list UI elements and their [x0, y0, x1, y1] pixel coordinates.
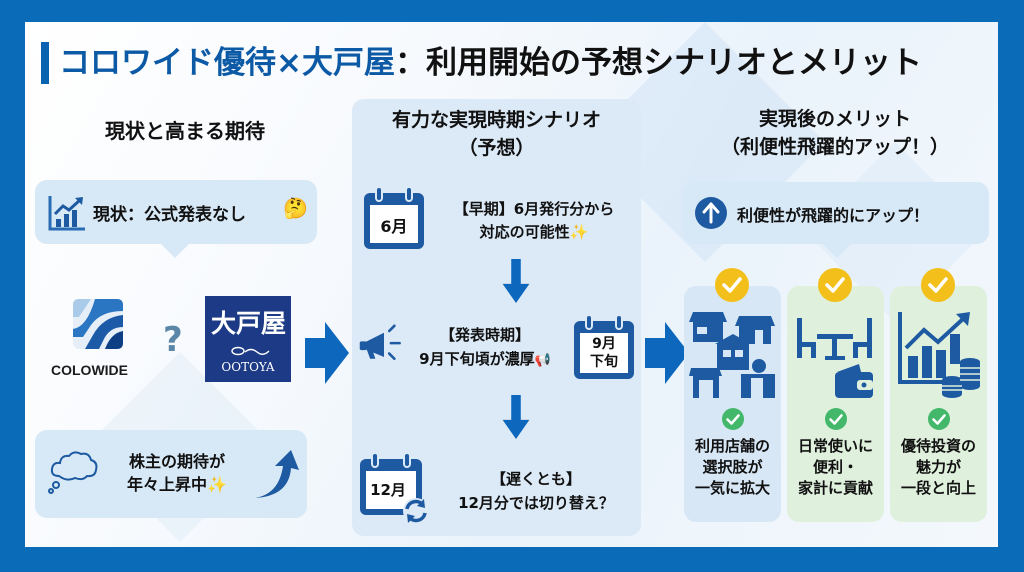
- ootoya-logo-kanji: 大戸屋: [211, 309, 287, 338]
- green-check-icon: [928, 408, 950, 430]
- page-title: コロワイド優待×大戸屋：利用開始の予想シナリオとメリット: [59, 42, 922, 84]
- ootoya-logo-text: OOTOYA: [221, 360, 275, 374]
- calendar-label-december: 12月: [370, 481, 406, 499]
- question-mark: ?: [163, 320, 183, 360]
- expectation-bubble: 株主の期待が 年々上昇中✨: [35, 430, 307, 518]
- yellow-check-icon: [715, 268, 749, 302]
- scenario-early-line-2-wrap: 対応の可能性✨: [434, 222, 634, 243]
- benefit-card-investment-text: 優待投資の 魅力が 一段と向上: [900, 437, 976, 497]
- expectation-line-2: 年々上昇中: [127, 475, 208, 494]
- stores-icon: [689, 312, 775, 398]
- arrow-right-icon: [645, 322, 689, 384]
- title-separator: ：: [394, 45, 426, 81]
- title-part-2: 利用開始の予想シナリオとメリット: [425, 45, 922, 81]
- expectation-text: 株主の期待が 年々上昇中✨: [105, 450, 249, 496]
- investment-coins-icon: [898, 312, 980, 398]
- green-check-icon: [825, 408, 847, 430]
- calendar-label-september-month: 9月: [592, 336, 616, 352]
- status-bubble-tail: [161, 244, 189, 258]
- sparkles-emoji: ✨: [569, 223, 589, 241]
- calendar-icon-september: 9月 下旬: [572, 313, 636, 381]
- thinking-face-emoji: 🤔: [283, 196, 308, 220]
- dining-wallet-icon: [797, 318, 873, 398]
- scenario-announce-line-2-wrap: 9月下旬頃が濃厚📢: [404, 349, 566, 371]
- benefit-card-daily-use-text: 日常使いに 便利・ 家計に貢献: [797, 437, 873, 497]
- curved-up-arrow-icon: [255, 450, 299, 498]
- scenario-announce-line-2: 9月下旬頃が濃厚: [419, 350, 535, 368]
- arrow-down-icon: [502, 395, 530, 439]
- status-text: 現状：公式発表なし: [93, 205, 246, 225]
- scenario-late-line-1: 【遅くとも】: [490, 470, 581, 488]
- expectation-line-1: 株主の期待が: [128, 452, 225, 471]
- megaphone-emoji: 📢: [534, 353, 551, 368]
- scenario-late-line-2: 12月分では切り替え？: [458, 494, 614, 512]
- calendar-label-september-period: 下旬: [590, 354, 618, 370]
- ootoya-logo-ornament: [231, 346, 270, 356]
- scenario-early-line-2: 対応の可能性: [479, 223, 570, 241]
- calendar-icon-june: 6月: [362, 185, 426, 251]
- benefit-banner-tail: [823, 244, 851, 258]
- scenario-announce-line-1: 【発表時期】: [439, 326, 530, 344]
- growth-chart-icon: [48, 196, 85, 231]
- arrow-right-icon: [305, 322, 349, 384]
- benefit-card-investment: [890, 286, 987, 522]
- benefit-banner: 利便性が飛躍的にアップ！: [683, 182, 989, 244]
- center-heading-line-2: （予想）: [458, 137, 535, 159]
- scenario-early-line-1: 【早期】6月発行分から: [453, 200, 615, 218]
- infographic-panel: コロワイド優待×大戸屋：利用開始の予想シナリオとメリット 現状と高まる期待 現状…: [25, 22, 998, 547]
- arrow-down-icon: [502, 259, 530, 303]
- scenario-panel: 有力な実現時期シナリオ （予想） 6月 【早期】6月発行分から 対応の可能性✨ …: [352, 99, 641, 536]
- yellow-check-icon: [921, 268, 955, 302]
- ootoya-logo: 大戸屋 OOTOYA: [205, 296, 291, 382]
- benefit-card-stores-text: 利用店舗の 選択肢が 一気に拡大: [694, 437, 770, 497]
- calendar-icon-december: 12月: [358, 451, 432, 525]
- up-arrow-circle-icon: [695, 197, 727, 229]
- right-heading-line-2: （利便性飛躍的アップ！）: [720, 136, 949, 158]
- benefit-banner-text: 利便性が飛躍的にアップ！: [737, 206, 930, 225]
- colowide-logo-text: COLOWIDE: [51, 362, 128, 378]
- right-heading-line-1: 実現後のメリット: [758, 108, 911, 130]
- colowide-logo-mark: [71, 297, 125, 351]
- sparkles-emoji: ✨: [207, 475, 227, 494]
- title-part-1: コロワイド優待×大戸屋: [59, 45, 395, 81]
- yellow-check-icon: [818, 268, 852, 302]
- title-accent-bar: [41, 42, 49, 84]
- calendar-label-june: 6月: [380, 217, 408, 236]
- green-check-icon: [722, 408, 744, 430]
- center-heading-line-1: 有力な実現時期シナリオ: [391, 109, 601, 131]
- megaphone-icon: [359, 324, 401, 361]
- status-bubble: 現状：公式発表なし 🤔: [35, 180, 317, 244]
- left-heading: 現状と高まる期待: [105, 119, 265, 143]
- thought-cloud-icon: [48, 451, 98, 494]
